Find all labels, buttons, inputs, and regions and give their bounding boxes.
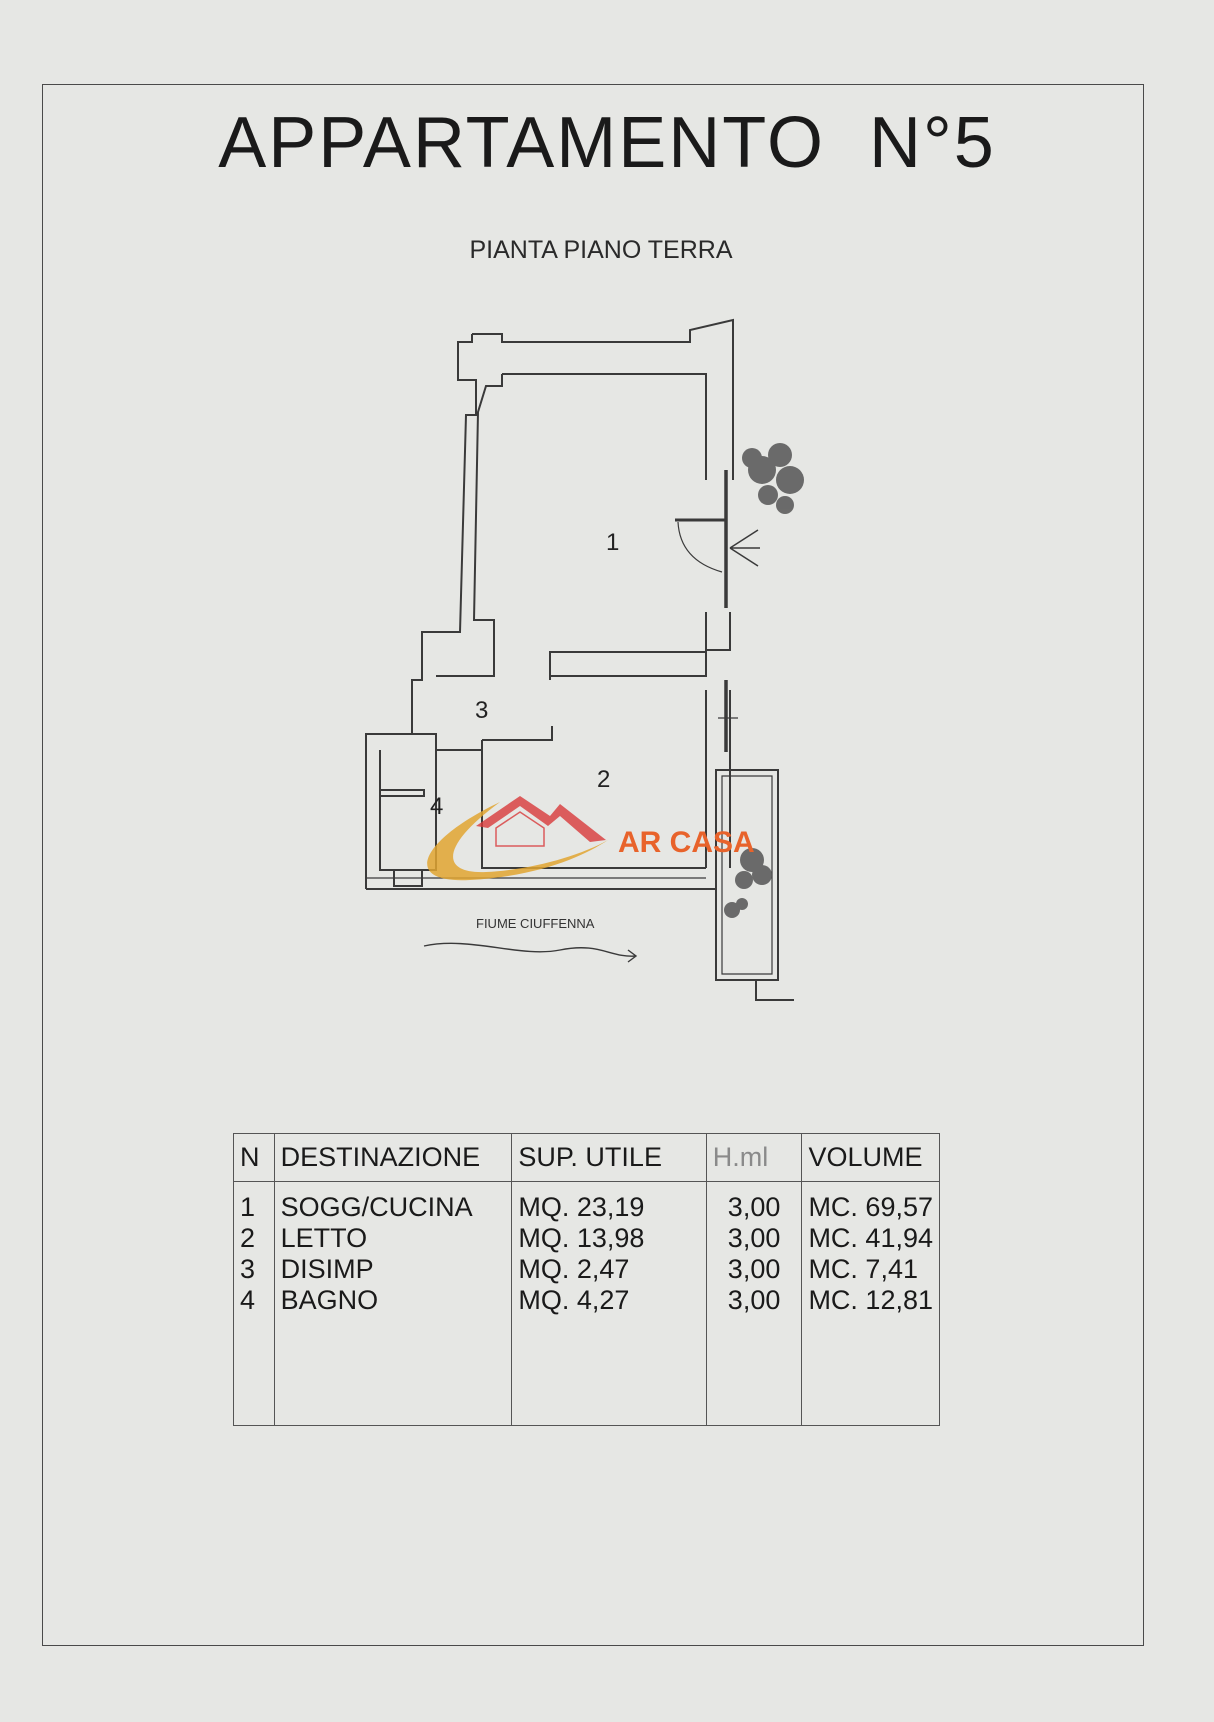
cell-value: 2 — [240, 1223, 256, 1253]
cell-value: DISIMP — [280, 1254, 374, 1284]
cell-value: BAGNO — [280, 1285, 379, 1315]
table-header-row: N DESTINAZIONE SUP. UTILE H.ml VOLUME — [233, 1133, 940, 1182]
cell-value: MQ. 13,98 — [518, 1223, 645, 1253]
cell-value: MC. 12,81 — [808, 1285, 933, 1315]
logo-house — [495, 811, 545, 847]
room-table: N DESTINAZIONE SUP. UTILE H.ml VOLUME 1 … — [233, 1133, 940, 1426]
outer-wall — [365, 334, 477, 889]
east-wall — [705, 612, 731, 651]
cell-n: 1 2 3 4 — [233, 1181, 275, 1426]
cell-destinazione: SOGG/CUCINA LETTO DISIMP BAGNO — [273, 1181, 513, 1426]
page-title: APPARTAMENTO N°5 — [218, 103, 996, 183]
balcony-inner — [721, 775, 773, 975]
outer-wall-top — [472, 318, 734, 480]
room4-shelf — [380, 789, 425, 797]
room4-wall — [366, 733, 482, 751]
river-arrow — [423, 942, 638, 963]
cell-value: 3 — [240, 1254, 256, 1284]
header-n: N — [233, 1133, 275, 1182]
page-subtitle: PIANTA PIANO TERRA — [469, 236, 733, 264]
cell-value: MQ. 2,47 — [518, 1254, 630, 1284]
drawing-frame — [42, 84, 1144, 1646]
header-destinazione: DESTINAZIONE — [273, 1133, 513, 1182]
door-swing — [677, 521, 723, 573]
cell-value: 3,00 — [727, 1223, 781, 1253]
cell-value: 3,00 — [727, 1192, 781, 1222]
table-row: 1 2 3 4 SOGG/CUCINA LETTO DISIMP BAGNO M… — [233, 1181, 940, 1426]
room-number: 4 — [430, 793, 443, 820]
cell-value: 1 — [240, 1192, 256, 1222]
header-sup-utile: SUP. UTILE — [511, 1133, 707, 1182]
logo-text: AR CASA — [618, 826, 755, 859]
cell-value: SOGG/CUCINA — [280, 1192, 473, 1222]
cell-value: MC. 7,41 — [808, 1254, 918, 1284]
cell-value: MC. 69,57 — [808, 1192, 933, 1222]
cell-value: MQ. 4,27 — [518, 1285, 630, 1315]
partition-1-2 — [549, 651, 707, 677]
watermark-logo: AR CASA — [427, 796, 755, 881]
river-label: FIUME CIUFFENNA — [476, 916, 595, 931]
logo-roof — [476, 796, 606, 842]
room4-inner — [379, 750, 437, 871]
cell-sup-utile: MQ. 23,19 MQ. 13,98 MQ. 2,47 MQ. 4,27 — [511, 1181, 707, 1426]
cell-value: MC. 41,94 — [808, 1223, 933, 1253]
cell-value: LETTO — [280, 1223, 368, 1253]
room4-vent — [393, 869, 423, 887]
cell-volume: MC. 69,57 MC. 41,94 MC. 7,41 MC. 12,81 — [801, 1181, 940, 1426]
inner-wall-top — [502, 373, 707, 480]
logo-arc — [427, 802, 608, 881]
shrub-icon — [742, 443, 804, 514]
header-volume: VOLUME — [801, 1133, 940, 1182]
cell-value: 4 — [240, 1285, 256, 1315]
inner-wall — [436, 374, 503, 677]
room2-wall — [481, 676, 706, 869]
room-number: 1 — [606, 529, 619, 556]
cell-value: MQ. 23,19 — [518, 1192, 645, 1222]
balcony-step — [755, 980, 794, 1001]
cell-h-ml: 3,00 3,00 3,00 3,00 — [705, 1181, 803, 1426]
room-number: 3 — [475, 697, 488, 724]
entrance-arrow — [729, 529, 760, 567]
cell-value: 3,00 — [727, 1254, 781, 1284]
balcony — [715, 769, 779, 981]
room-number: 2 — [597, 766, 610, 793]
header-h-ml: H.ml — [705, 1133, 803, 1182]
cell-value: 3,00 — [727, 1285, 781, 1315]
east-wall-lower — [705, 690, 731, 868]
shrub-icon-2 — [724, 848, 772, 918]
